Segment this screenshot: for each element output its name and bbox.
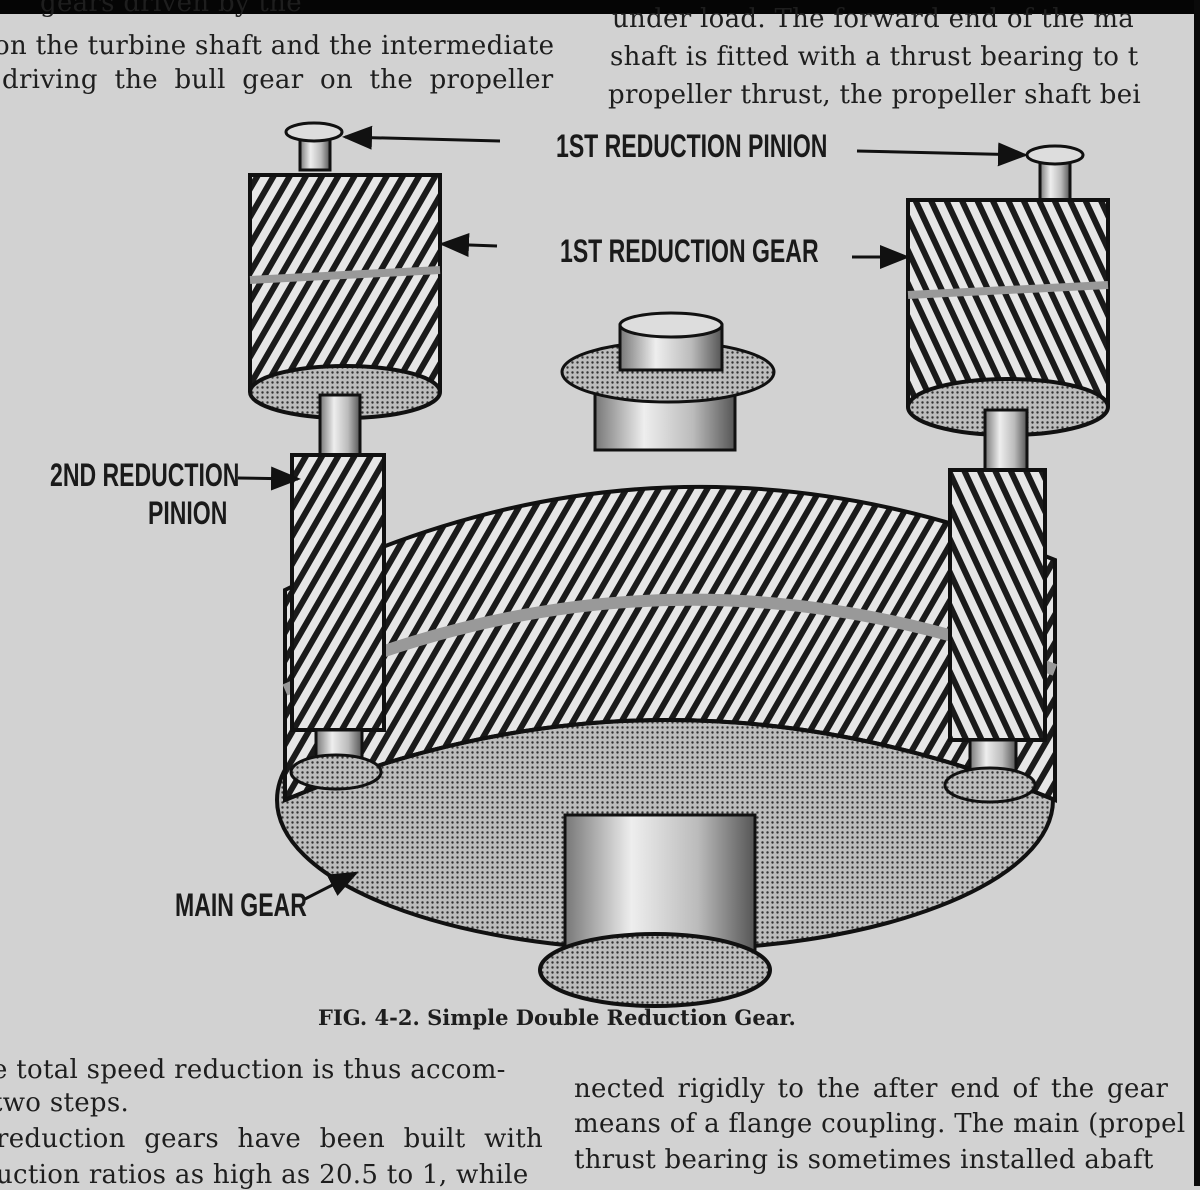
arrow-icon xyxy=(342,125,501,150)
figure-caption: FIG. 4-2. Simple Double Reduction Gear. xyxy=(318,1005,796,1030)
first-reduction-gear-left xyxy=(248,121,442,457)
body-text-line: gears driven by the xyxy=(40,0,302,18)
label-first-reduction-pinion: 1ST REDUCTION PINION xyxy=(556,128,828,164)
label-second-reduction-pinion: PINION xyxy=(148,495,228,531)
body-text-line: driving the bull gear on the propeller xyxy=(2,65,554,95)
body-text-line: shaft is fitted with a thrust bearing to… xyxy=(610,42,1139,72)
label-arrows xyxy=(237,125,1028,902)
body-text-line: reduction gears have been built with xyxy=(0,1124,544,1154)
label-main-gear: MAIN GEAR xyxy=(175,887,307,923)
label-second-reduction-pinion: 2ND REDUCTION xyxy=(50,457,240,493)
scan-right-edge xyxy=(1194,0,1200,1186)
first-reduction-gear-right xyxy=(906,144,1110,477)
body-text-line: under load. The forward end of the ma xyxy=(612,4,1135,34)
scan-top-edge xyxy=(0,0,1200,14)
body-text-line: means of a flange coupling. The main (pr… xyxy=(574,1109,1186,1139)
main-gear-hub xyxy=(560,311,776,452)
arrow-icon xyxy=(237,466,301,491)
arrow-icon xyxy=(302,871,359,902)
second-reduction-pinion-left xyxy=(289,453,386,791)
body-text-line: on the turbine shaft and the intermediat… xyxy=(0,31,555,61)
propeller-shaft-coupling xyxy=(538,813,772,1008)
main-gear xyxy=(275,484,1058,952)
arrow-icon xyxy=(439,232,498,257)
arrow-icon xyxy=(856,142,1028,167)
body-text-line: thrust bearing is sometimes installed ab… xyxy=(574,1145,1154,1175)
body-text-line: nected rigidly to the after end of the g… xyxy=(574,1074,1169,1104)
body-text-line: uction ratios as high as 20.5 to 1, whil… xyxy=(0,1160,529,1190)
second-reduction-pinion-right xyxy=(943,468,1047,804)
body-text-line: two steps. xyxy=(0,1088,130,1118)
label-first-reduction-gear: 1ST REDUCTION GEAR xyxy=(560,233,819,269)
body-text-line: propeller thrust, the propeller shaft be… xyxy=(608,80,1142,110)
body-text-line: e total speed reduction is thus accom- xyxy=(0,1055,506,1085)
